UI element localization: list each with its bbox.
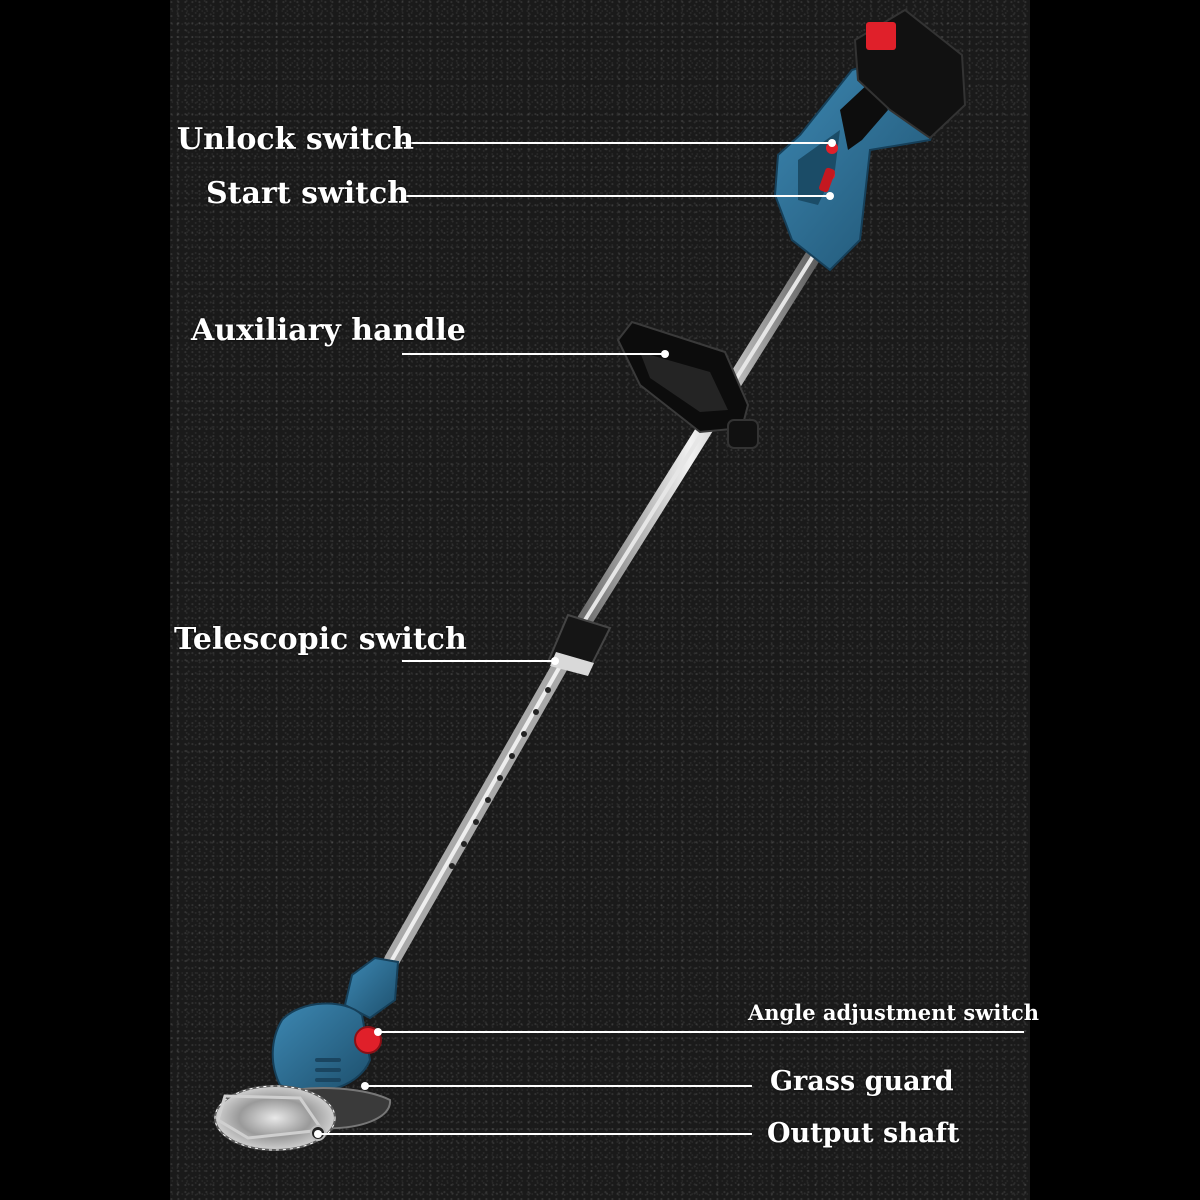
- label-auxiliary-handle: Auxiliary handle: [191, 313, 466, 348]
- main-shaft: [384, 237, 828, 968]
- auxiliary-handle: [616, 320, 759, 449]
- label-grass-guard: Grass guard: [770, 1066, 954, 1097]
- label-start-switch: Start switch: [206, 176, 410, 211]
- label-unlock-switch: Unlock switch: [177, 122, 414, 157]
- grass-guard-and-blade: [214, 1085, 392, 1151]
- battery-release-button: [866, 22, 896, 50]
- label-output-shaft: Output shaft: [767, 1118, 960, 1149]
- battery-pack: [853, 8, 967, 140]
- callout-endpoints: [314, 139, 836, 1138]
- callout-lines: [318, 142, 1024, 1135]
- telescopic-collar: [546, 613, 612, 676]
- trigger-switches: [819, 142, 838, 193]
- label-angle-adjustment-switch: Angle adjustment switch: [748, 1000, 1040, 1025]
- telescopic-adjustment-holes: [449, 687, 551, 869]
- label-telescopic-switch: Telescopic switch: [174, 622, 467, 657]
- motor-head: [271, 956, 400, 1093]
